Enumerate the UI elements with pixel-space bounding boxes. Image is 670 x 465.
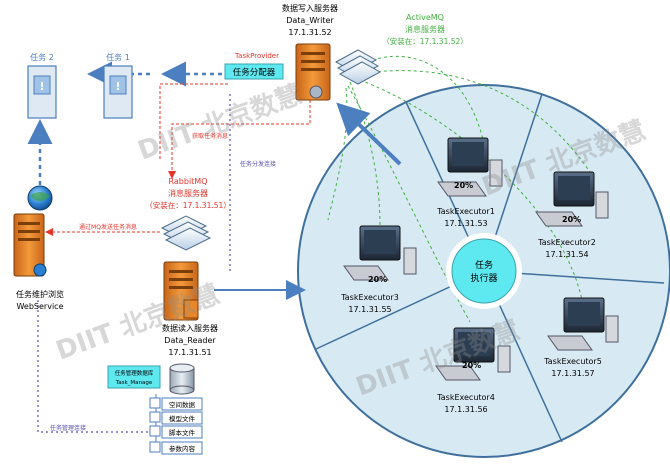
- database-icon: [169, 363, 195, 395]
- executor-4: 20% TaskExecutor4 17.1.31.56: [435, 327, 511, 414]
- reader-title: 数据读入服务器: [162, 323, 218, 333]
- center-line1: 任务: [475, 259, 493, 271]
- label-manage: 任务管理连接: [50, 424, 86, 432]
- maintenance-name: WebService: [16, 302, 63, 311]
- data-item-label: 参数内容: [169, 444, 196, 453]
- executor-name: TaskExecutor2: [537, 238, 596, 247]
- executor-load: 20%: [562, 215, 581, 224]
- executor-3: 20% TaskExecutor3 17.1.31.55: [340, 225, 417, 314]
- executor-2: 20% TaskExecutor2 17.1.31.54: [535, 171, 609, 259]
- writer-title: 数据写入服务器: [282, 3, 338, 13]
- writer-ip: 17.1.31.52: [288, 28, 331, 37]
- rabbitmq-name: RabbitMQ: [169, 177, 208, 186]
- computer-icon: [435, 327, 511, 381]
- edge-manage: [37, 300, 160, 433]
- task1-icon: !: [103, 65, 133, 119]
- writer-name: Data_Writer: [286, 16, 334, 25]
- reader-ip: 17.1.31.51: [168, 348, 211, 357]
- label-fetch-info: 获取任务消息: [192, 132, 228, 140]
- label-dispatch: 任务分发连接: [240, 160, 276, 168]
- task-provider-box: [224, 63, 284, 80]
- executor-load: 20%: [454, 181, 473, 190]
- executor-1: 20% TaskExecutor1 17.1.31.53: [436, 137, 503, 228]
- activemq-role: 消息服务器: [405, 24, 445, 34]
- task2-icon: !: [27, 65, 57, 119]
- svg-text:!: !: [39, 80, 44, 93]
- data-item-label: 脚本文件: [169, 428, 196, 437]
- db-title: 任务管理数据库: [115, 369, 154, 377]
- writer-server-icon: [295, 43, 331, 101]
- executor-name: TaskExecutor5: [543, 357, 602, 366]
- executor-ip: 17.1.31.56: [444, 405, 487, 414]
- webservice-server-icon: [13, 213, 47, 277]
- executor-ip: 17.1.31.55: [348, 305, 391, 314]
- computer-icon: [343, 225, 417, 281]
- executor-name: TaskExecutor4: [436, 393, 495, 402]
- edge-provider-rabbit-left: [159, 83, 228, 160]
- executor-ip: 17.1.31.54: [545, 250, 588, 259]
- activemq-name: ActiveMQ: [406, 13, 444, 22]
- task2-label: 任务 2: [30, 52, 54, 62]
- svg-text:!: !: [115, 80, 120, 93]
- executor-ip: 17.1.31.53: [444, 219, 487, 228]
- data-item-3: 参数内容: [149, 441, 203, 455]
- db-name: Task_Manage: [115, 380, 153, 386]
- executor-ip: 17.1.31.57: [551, 369, 594, 378]
- computer-icon: [437, 137, 503, 197]
- label-mq-tasks: 通过MQ发送任务消息: [79, 223, 137, 231]
- activemq-icon: [334, 49, 382, 85]
- data-item-label: 模型文件: [169, 414, 196, 423]
- maintenance-title: 任务维护浏览: [16, 289, 64, 299]
- computer-icon: [535, 171, 609, 227]
- db-label-box: [107, 365, 161, 389]
- data-item-1: 模型文件: [149, 411, 203, 425]
- center-line2: 执行器: [470, 272, 497, 284]
- data-item-0: 空间数据: [149, 397, 203, 411]
- rabbitmq-location: （安装在：17.1.31.51）: [145, 200, 231, 210]
- executor-load: 20%: [462, 361, 481, 370]
- data-item-2: 脚本文件: [149, 425, 203, 439]
- rabbitmq-icon: [160, 215, 212, 251]
- rabbitmq-role: 消息服务器: [168, 188, 208, 198]
- computer-icon: [547, 297, 619, 351]
- task-provider-name: TaskProvider: [234, 52, 279, 60]
- executor-5: TaskExecutor5 17.1.31.57: [543, 297, 619, 378]
- reader-server-icon: [163, 261, 199, 321]
- edge-circle-to-writer: [336, 102, 402, 166]
- executor-name: TaskExecutor3: [340, 293, 399, 302]
- center-hub: [451, 238, 517, 304]
- task-provider-label: 任务分配器: [233, 67, 276, 78]
- globe-icon: [27, 185, 53, 211]
- executor-load: 20%: [368, 275, 387, 284]
- task1-label: 任务 1: [106, 52, 130, 62]
- executor-name: TaskExecutor1: [436, 207, 495, 216]
- data-item-label: 空间数据: [169, 400, 196, 409]
- reader-name: Data_Reader: [164, 336, 216, 345]
- activemq-location: （安装在：17.1.31.52）: [382, 36, 468, 46]
